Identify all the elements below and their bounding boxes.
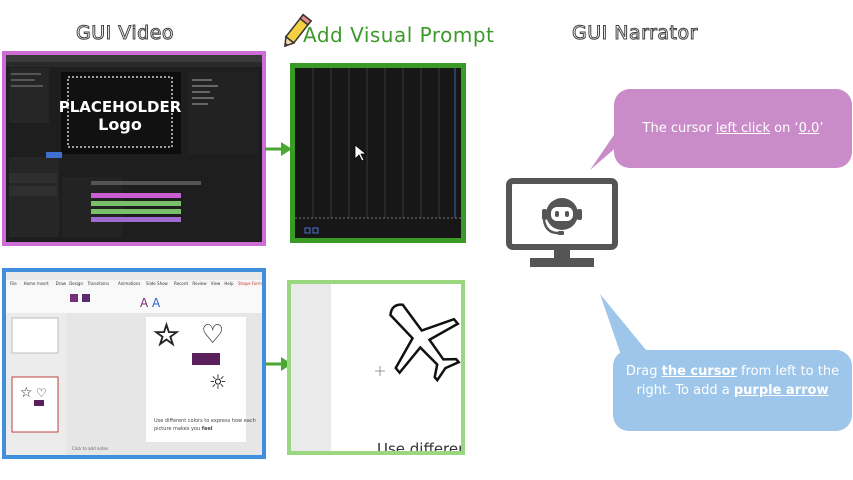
logo-line1: PLACEHOLDER bbox=[59, 98, 182, 116]
action-text: left click bbox=[715, 121, 771, 136]
partial-slide-text: Use differer bbox=[377, 440, 461, 451]
svg-text:A: A bbox=[140, 296, 149, 310]
object-text: purple arrow bbox=[733, 383, 829, 398]
monitor-icon bbox=[506, 178, 618, 267]
notes-placeholder: Click to add notes bbox=[72, 446, 108, 451]
ribbon-tab: Insert bbox=[37, 281, 49, 286]
slide-caption: Use different colors to express how each bbox=[154, 418, 256, 424]
crosshair-icon bbox=[375, 366, 385, 376]
svg-text:A: A bbox=[152, 296, 161, 310]
visual-prompt-slide-frame: Use differer bbox=[287, 280, 465, 455]
ribbon-tab: Design bbox=[69, 281, 83, 286]
ribbon-tab: Slide Show bbox=[146, 281, 169, 286]
subject-text: the cursor bbox=[661, 364, 737, 379]
heading-add-visual-prompt: Add Visual Prompt bbox=[303, 23, 495, 47]
ribbon-tab: Draw bbox=[56, 281, 67, 286]
airplane-icon bbox=[389, 303, 461, 383]
zoomed-slide: Use differer bbox=[291, 284, 461, 451]
target-text: 0.0 bbox=[798, 121, 820, 136]
heart-icon: ♡ bbox=[201, 320, 224, 350]
ribbon-tab: Shape Format bbox=[238, 281, 262, 286]
bubble2-tail bbox=[600, 294, 646, 358]
visual-prompt-timeline-frame bbox=[290, 63, 466, 243]
gui-video-premiere-frame: PLACEHOLDER Logo bbox=[2, 51, 266, 246]
narration-bubble-click: The cursor left click on ‘0.0’ bbox=[614, 89, 852, 168]
ribbon-tab: Animations bbox=[118, 281, 140, 286]
svg-text:♡: ♡ bbox=[36, 386, 47, 400]
cursor-icon bbox=[354, 144, 368, 162]
ribbon-tab: View bbox=[211, 281, 221, 286]
heading-gui-video: GUI Video bbox=[75, 22, 175, 45]
sun-icon: ☼ bbox=[209, 370, 227, 394]
ribbon-tab: Home bbox=[24, 281, 36, 286]
ribbon-tab: Help bbox=[224, 281, 234, 286]
robot-headset-icon bbox=[542, 198, 582, 235]
premiere-editor-screenshot: PLACEHOLDER Logo bbox=[6, 55, 262, 237]
logo-line2: Logo bbox=[98, 115, 142, 134]
ribbon-tab: File bbox=[10, 281, 17, 286]
star-icon: ☆ bbox=[153, 318, 180, 353]
ribbon-tab: Record bbox=[174, 281, 188, 286]
ribbon-tab: Review bbox=[192, 281, 207, 286]
narration-bubble-drag: Drag the cursor from left to the right. … bbox=[613, 350, 852, 431]
arrow-right-icon-2 bbox=[265, 357, 292, 371]
ribbon-tab: Transitions bbox=[87, 281, 109, 286]
pencil-icon bbox=[284, 13, 313, 48]
heading-gui-narrator: GUI Narrator bbox=[572, 22, 698, 45]
arrow-right-icon-1 bbox=[265, 142, 292, 156]
zoomed-timeline bbox=[295, 68, 461, 238]
svg-text:☆: ☆ bbox=[20, 385, 33, 401]
svg-text:picture makes you feel: picture makes you feel bbox=[154, 426, 213, 432]
